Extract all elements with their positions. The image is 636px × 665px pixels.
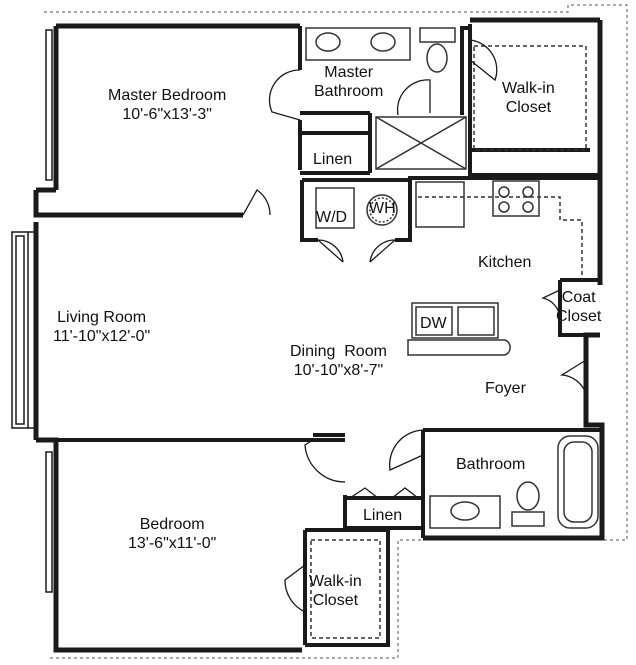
dining-room-label: Dining Room 10'-10"x8'-7" <box>290 342 387 380</box>
dining-room-size: 10'-10"x8'-7" <box>293 362 384 379</box>
hall-linen-label: Linen <box>363 506 402 525</box>
exterior-walls <box>33 17 605 653</box>
master-closet-line1: Walk-in <box>502 80 555 97</box>
bedroom-label: Bedroom 13'-6"x11'-0" <box>128 515 216 553</box>
foyer-name: Foyer <box>485 380 526 397</box>
bedroom-closet-label: Walk-in Closet <box>309 572 362 610</box>
master-bathroom-line2: Bathroom <box>314 83 384 100</box>
hall-linen-name: Linen <box>363 507 403 524</box>
washer-dryer-label: W/D <box>316 208 347 227</box>
bedroom-name: Bedroom <box>139 516 205 533</box>
master-bedroom-label: Master Bedroom 10'-6"x13'-3" <box>108 86 226 124</box>
burner-icon <box>522 186 534 198</box>
water-heater-icon <box>366 194 398 226</box>
living-room-label: Living Room 11'-10"x12'-0" <box>53 308 150 346</box>
sink-icon <box>450 501 480 521</box>
fixtures <box>305 27 599 529</box>
master-bedroom-size: 10'-6"x13'-3" <box>122 106 212 123</box>
kitchen-name: Kitchen <box>478 254 532 271</box>
master-bathroom-label: Master Bathroom <box>314 63 383 101</box>
master-bathroom-line1: Master <box>324 64 374 81</box>
master-bedroom-name: Master Bedroom <box>108 87 227 104</box>
master-closet-line2: Closet <box>505 99 552 116</box>
coat-closet-label: Coat Closet <box>556 288 601 326</box>
master-closet-label: Walk-in Closet <box>502 79 555 117</box>
burner-icon <box>498 201 510 213</box>
kitchen-label: Kitchen <box>478 253 531 272</box>
coat-closet-line2: Closet <box>556 308 602 325</box>
water-heater-name: WH <box>369 200 396 217</box>
living-room-name: Living Room <box>57 309 147 326</box>
bathroom-name: Bathroom <box>456 456 526 473</box>
bathroom-label: Bathroom <box>456 455 525 474</box>
master-linen-label: Linen <box>313 150 352 169</box>
sink-icon <box>370 32 396 52</box>
burner-icon <box>498 186 510 198</box>
windows <box>11 29 53 593</box>
bedroom-closet-line2: Closet <box>312 592 359 609</box>
master-linen-name: Linen <box>313 151 353 168</box>
washer-dryer-name: W/D <box>316 209 348 226</box>
bedroom-size: 13'-6"x11'-0" <box>128 535 217 552</box>
foyer-label: Foyer <box>485 379 526 398</box>
doors <box>242 39 589 613</box>
dining-room-name: Dining Room <box>290 343 387 360</box>
bedroom-closet-line1: Walk-in <box>309 573 362 590</box>
dishwasher-name: DW <box>420 315 447 332</box>
living-room-size: 11'-10"x12'-0" <box>53 328 151 345</box>
sink-icon <box>315 32 341 52</box>
burner-icon <box>522 201 534 213</box>
lot-outline <box>44 4 628 659</box>
water-heater-label: WH <box>369 199 396 218</box>
dishwasher-label: DW <box>420 314 447 333</box>
toilet-icon <box>426 43 448 73</box>
closet-inner-outlines <box>310 45 587 639</box>
coat-closet-line1: Coat <box>561 289 596 306</box>
toilet-icon <box>516 481 540 511</box>
